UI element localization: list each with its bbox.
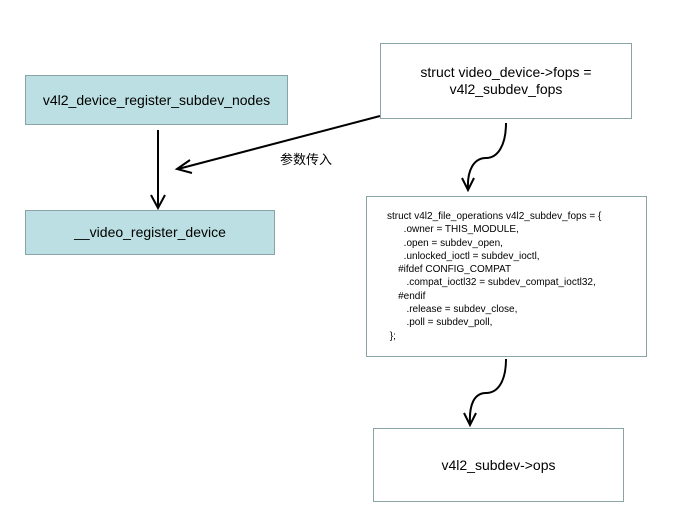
code-line: .poll = subdev_poll, <box>387 317 493 329</box>
arrow-register-to-video <box>150 130 166 211</box>
arrow-fops-to-struct <box>461 122 507 193</box>
code-line: #endif <box>387 290 426 302</box>
node-label: __video_register_device <box>74 224 226 240</box>
edge-label-param-pass: 参数传入 <box>280 153 333 168</box>
node-label: v4l2_device_register_subdev_nodes <box>42 91 271 108</box>
node-label: v4l2_subdev->ops <box>441 456 556 473</box>
node-video-device-fops-assign[interactable]: struct video_device->fops = v4l2_subdev_… <box>380 43 632 119</box>
code-line: struct v4l2_file_operations v4l2_subdev_… <box>387 211 602 222</box>
node-video-register-device[interactable]: __video_register_device <box>25 210 275 255</box>
code-line: .unlocked_ioctl = subdev_ioctl, <box>387 250 540 262</box>
node-v4l2-device-register-subdev-nodes[interactable]: v4l2_device_register_subdev_nodes <box>25 75 288 125</box>
code-line: }; <box>387 330 396 342</box>
code-block: struct v4l2_file_operations v4l2_subdev_… <box>387 210 601 343</box>
node-label: struct video_device->fops = v4l2_subdev_… <box>420 64 591 98</box>
code-line: .compat_ioctl32 = subdev_compat_ioctl32, <box>387 277 596 289</box>
code-line: .owner = THIS_MODULE, <box>387 224 519 236</box>
node-v4l2-subdev-fops-struct[interactable]: struct v4l2_file_operations v4l2_subdev_… <box>366 196 647 357</box>
code-line: .release = subdev_close, <box>387 304 518 316</box>
node-label-line: v4l2_subdev_fops <box>449 81 563 97</box>
node-v4l2-subdev-ops[interactable]: v4l2_subdev->ops <box>373 428 624 502</box>
code-line: #ifdef CONFIG_COMPAT <box>387 264 512 276</box>
arrow-struct-to-ops <box>463 358 507 428</box>
code-line: .open = subdev_open, <box>387 237 503 249</box>
node-label-line: struct video_device->fops = <box>420 64 592 80</box>
